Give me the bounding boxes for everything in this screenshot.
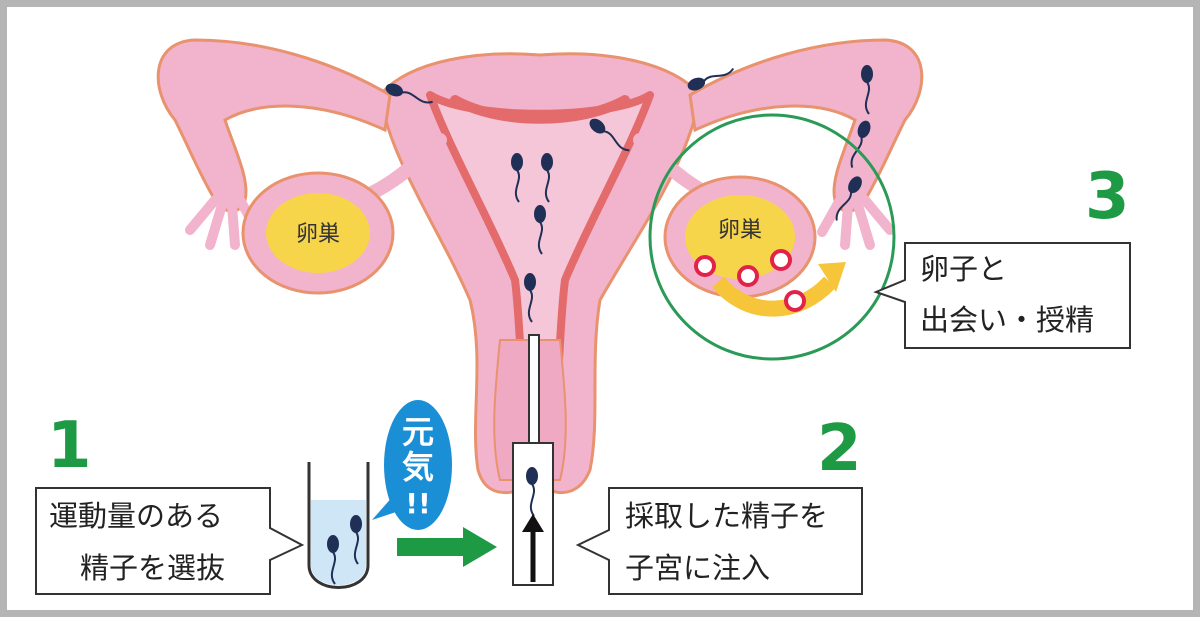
callout-step3-line1: 卵子と	[920, 252, 1007, 286]
egg-group	[694, 249, 806, 312]
ovary-left: 卵巣	[241, 171, 395, 295]
step2-number: 2	[817, 412, 862, 486]
genki-char-2: 気	[402, 448, 434, 486]
fertilization-highlight-circle	[648, 113, 896, 361]
step1-number: 1	[47, 409, 92, 483]
egg	[694, 255, 716, 277]
egg-path-arrowhead	[818, 262, 846, 292]
green-arrow-shaft	[397, 538, 465, 556]
callout-step1-line1: 運動量のある	[49, 499, 223, 533]
egg	[784, 290, 806, 312]
ovary-right-label: 卵巣	[718, 218, 762, 243]
egg	[770, 249, 792, 271]
uterus	[378, 52, 702, 494]
right-fallopian-tube	[688, 38, 924, 250]
callout-step3: 卵子と 出会い・授精	[873, 242, 1131, 349]
green-arrowhead	[463, 527, 497, 567]
callout-step2-line2: 子宮に注入	[625, 551, 770, 585]
catheter-tube	[528, 334, 540, 446]
egg	[737, 265, 759, 287]
step3-number: 3	[1085, 160, 1130, 234]
egg-path-arrow	[711, 276, 836, 317]
genki-char-1: 元	[402, 413, 434, 451]
genki-badge: 元 気 !!	[372, 400, 452, 530]
callout-step2: 採取した精子を 子宮に注入	[575, 487, 863, 595]
syringe-push-arrowhead	[522, 514, 544, 532]
callout-step3-line2: 出会い・授精	[920, 303, 1094, 337]
callout-step1: 運動量のある 精子を選抜	[35, 487, 305, 595]
callout-step2-line1: 採取した精子を	[625, 499, 828, 533]
test-tube	[307, 462, 370, 589]
ovary-left-label: 卵巣	[296, 222, 340, 247]
callout-step1-line2: 精子を選抜	[80, 551, 225, 585]
genki-char-3: !!	[405, 487, 431, 520]
